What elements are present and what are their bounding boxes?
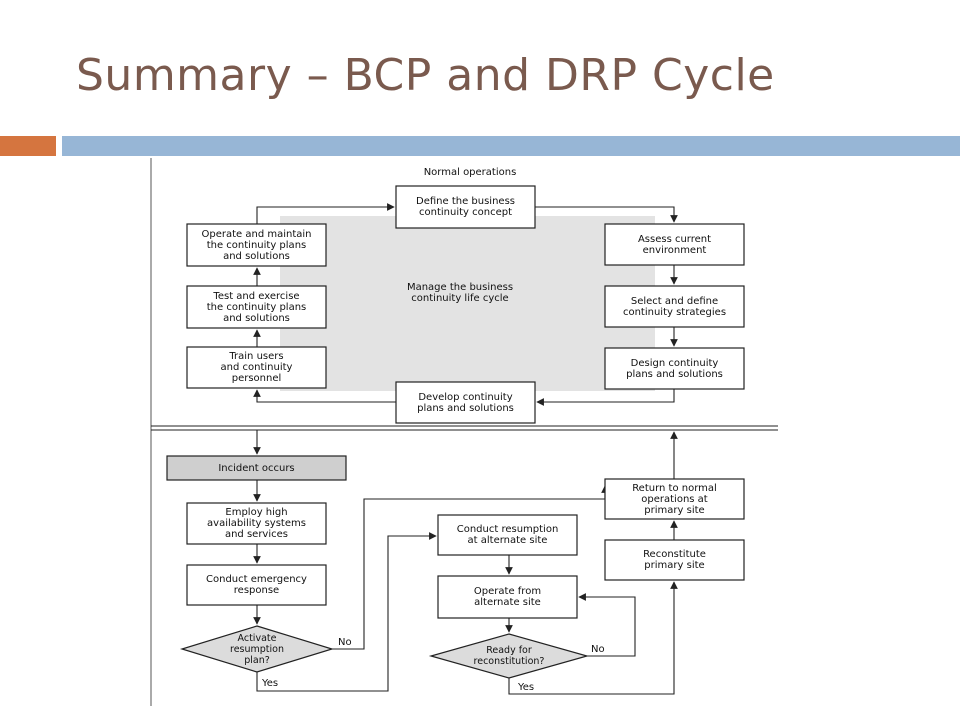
box-test [186,285,327,329]
operate-label: Operate and maintain the continuity plan… [201,228,312,262]
activate-no-label: No [338,637,352,648]
design-label: Design continuity plans and solutions [626,357,723,380]
box-operate-alt [437,575,578,619]
box-incident [166,455,347,481]
normal-operations-label: Normal operations [423,167,517,178]
box-resumption [437,514,578,556]
employ-label: Employ high availability systems and ser… [207,507,306,540]
define-label: Define the business continuity concept [416,196,515,218]
ready-yes-label: Yes [518,682,535,693]
box-design [604,347,745,390]
develop-label: Develop continuity plans and solutions [417,391,514,414]
test-label: Test and exercise the continuity plans a… [206,290,307,324]
incident-label: Incident occurs [218,462,295,474]
reconstitute-label: Reconstitute primary site [643,549,706,571]
resumption-label: Conduct resumption at alternate site [456,524,559,546]
box-define [395,185,536,229]
train-label: Train users and continuity personnel [220,351,293,384]
box-employ [186,502,327,545]
center-shaded-area [280,216,655,391]
box-emergency [186,564,327,606]
slide-title: Summary – BCP and DRP Cycle [76,50,775,101]
activate-label: Activate resumption plan? [230,632,284,666]
return-label: Return to normal operations at primary s… [632,482,717,516]
bcp-drp-cycle-diagram: Normal operations Manage the business co… [150,158,780,706]
title-accent-bar [0,136,56,156]
activate-yes-label: Yes [262,678,279,689]
box-select [604,285,745,328]
title-divider-bar [62,136,960,156]
center-label: Manage the business continuity life cycl… [406,282,514,304]
box-reconstitute [604,539,745,581]
diagram-canvas [150,158,778,706]
assess-label: Assess current environment [637,233,712,256]
select-label: Select and define continuity strategies [622,295,727,318]
emergency-label: Conduct emergency response [206,574,307,596]
ready-no-label: No [591,644,605,655]
operate-alt-label: Operate from alternate site [473,586,542,608]
box-train [186,346,327,389]
box-operate [186,223,327,267]
ready-label: Ready for reconstitution? [473,645,545,667]
